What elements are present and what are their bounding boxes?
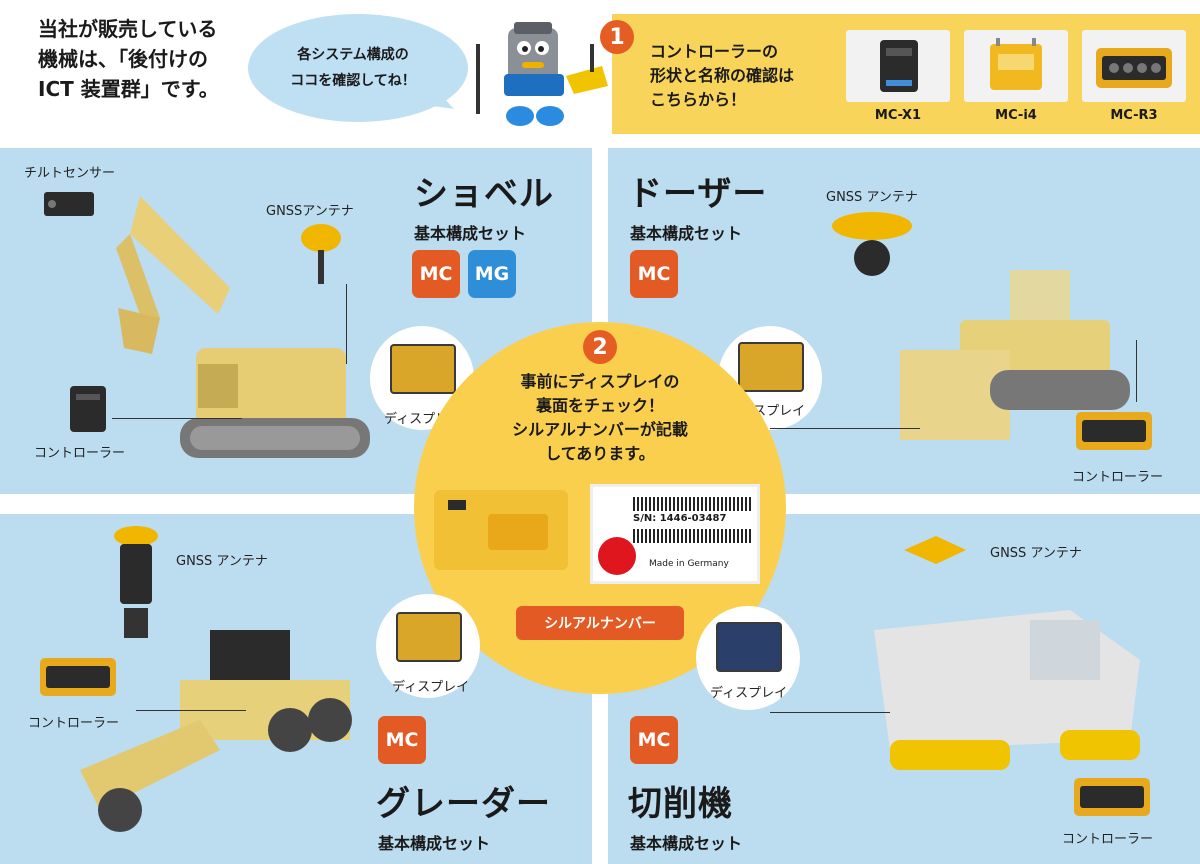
motor-grader-image <box>80 630 352 832</box>
milling-controller-icon <box>1074 778 1150 816</box>
milling-machine-image <box>874 610 1140 770</box>
excavator-image <box>116 196 370 458</box>
grader-display-icon <box>396 612 462 662</box>
dozer-label-gnss: GNSS アンテナ <box>826 190 918 205</box>
grader-label-display: ディスプレイ <box>392 680 470 695</box>
shovel-tag-mc: MC <box>412 250 460 298</box>
milling-label-controller: コントローラー <box>1062 832 1154 847</box>
mc-i4-image <box>990 38 1042 90</box>
milling-gnss-antenna-icon <box>904 536 966 564</box>
mc-x1-image <box>880 40 918 92</box>
controller-card-mc-r3[interactable] <box>1082 30 1186 102</box>
grader-controller-icon <box>40 658 116 696</box>
controller-label-mc-x1: MC-X1 <box>874 108 922 123</box>
grader-label-gnss: GNSS アンテナ <box>176 554 268 569</box>
milling-label-display: ディスプレイ <box>710 686 788 701</box>
milling-label-gnss: GNSS アンテナ <box>990 546 1082 561</box>
leader-line <box>770 428 920 429</box>
grader-label-controller: コントローラー <box>28 716 120 731</box>
dozer-tag-mc: MC <box>630 250 678 298</box>
step1-number: 1 <box>600 20 634 54</box>
mc-r3-image <box>1096 48 1172 88</box>
step2-number: 2 <box>583 330 617 364</box>
dozer-label-controller: コントローラー <box>1072 470 1164 485</box>
mascot-robot-icon <box>476 22 608 126</box>
leader-line <box>1136 340 1137 402</box>
shovel-label-gnss: GNSSアンテナ <box>266 204 354 219</box>
milling-tag-mc: MC <box>630 716 678 764</box>
leader-line <box>346 284 347 364</box>
speech-bubble: 各システム構成の ココを確認してね！ <box>248 14 468 122</box>
dozer-gnss-antenna-icon <box>832 212 912 276</box>
step1-text: コントローラーの 形状と名称の確認は こちらから！ <box>650 42 795 109</box>
grader-subtitle: 基本構成セット <box>378 834 491 853</box>
grader-title: グレーダー <box>376 784 551 824</box>
controller-label-mc-i4: MC-i4 <box>995 108 1037 123</box>
shovel-controller-icon <box>70 386 106 432</box>
shovel-subtitle: 基本構成セット <box>414 224 527 243</box>
serial-number-text: S/N: 1446-03487 <box>633 513 727 524</box>
milling-subtitle: 基本構成セット <box>630 834 743 853</box>
leader-line <box>112 418 242 419</box>
shovel-label-controller: コントローラー <box>34 446 126 461</box>
controller-card-mc-x1[interactable] <box>846 30 950 102</box>
dozer-controller-icon <box>1076 412 1152 450</box>
red-dot-marker <box>598 537 636 575</box>
tilt-sensor-icon <box>44 192 94 216</box>
display-back-image <box>434 490 568 570</box>
milling-display-icon <box>716 622 782 672</box>
dozer-display-icon <box>738 342 804 392</box>
grader-gnss-antenna-icon <box>114 526 158 638</box>
intro-text: 当社が販売している 機械は、「後付けの ICT 装置群」です。 <box>38 17 219 101</box>
leader-line <box>770 712 890 713</box>
dozer-subtitle: 基本構成セット <box>630 224 743 243</box>
shovel-title: ショベル <box>414 174 554 214</box>
serial-label-photo: S/N: 1446-03487 Made in Germany <box>590 484 760 584</box>
shovel-display-icon <box>390 344 456 394</box>
dozer-title: ドーザー <box>628 174 768 214</box>
grader-tag-mc: MC <box>378 716 426 764</box>
step2-text: 事前にディスプレイの 裏面をチェック！ シルアルナンバーが記載 してあります。 <box>512 372 688 463</box>
shovel-label-tilt-sensor: チルトセンサー <box>24 166 116 181</box>
leader-line <box>136 710 246 711</box>
controller-card-mc-i4[interactable] <box>964 30 1068 102</box>
bulldozer-image <box>900 270 1130 440</box>
milling-title: 切削機 <box>628 784 733 824</box>
gnss-antenna-icon <box>301 224 341 284</box>
made-in-text: Made in Germany <box>649 559 729 569</box>
controller-label-mc-r3: MC-R3 <box>1110 108 1158 123</box>
serial-number-button: シルアルナンバー <box>516 606 684 640</box>
shovel-tag-mg: MG <box>468 250 516 298</box>
